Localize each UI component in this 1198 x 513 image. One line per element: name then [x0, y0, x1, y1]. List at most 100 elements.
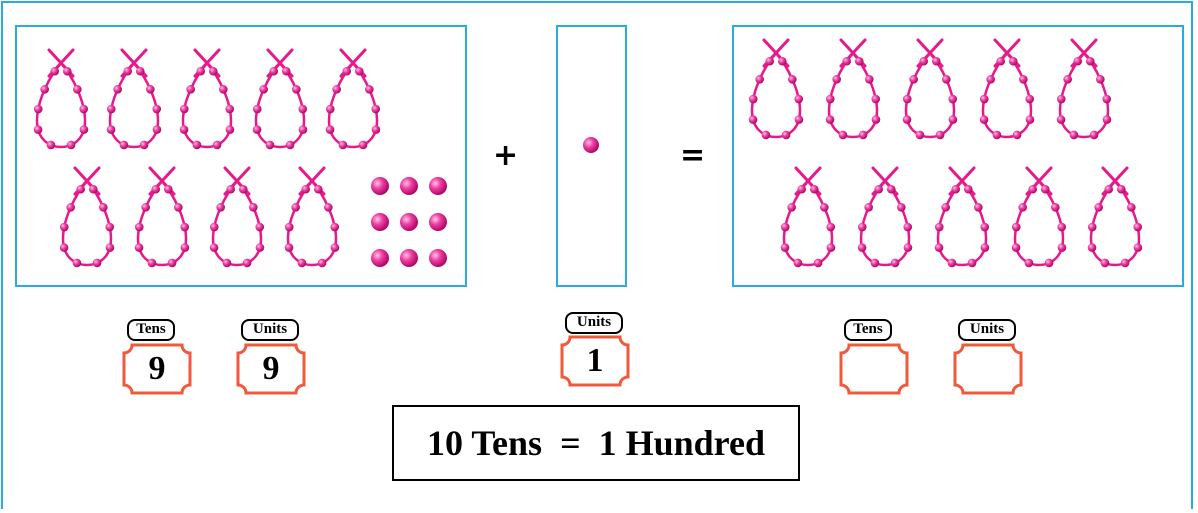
bead-icon: [809, 184, 819, 194]
bead-icon: [838, 130, 848, 140]
bead-icon: [249, 203, 258, 212]
bead-icon: [325, 104, 335, 114]
bead-icon: [59, 243, 69, 252]
bead-garland-icon: [780, 166, 836, 268]
bead-icon: [429, 213, 447, 231]
bead-garland-icon: [979, 38, 1035, 140]
bead-icon: [1056, 94, 1066, 104]
bead-icon: [252, 125, 262, 134]
bead-icon: [317, 258, 327, 268]
bead-icon: [147, 258, 157, 268]
bead-icon: [298, 125, 308, 134]
bead-icon: [1025, 94, 1035, 104]
bead-icon: [979, 94, 989, 104]
bead-garland-icon: [179, 48, 235, 150]
right-units-answer-box[interactable]: [953, 343, 1023, 395]
plus-sign: +: [493, 138, 519, 173]
bead-icon: [951, 184, 961, 194]
left-loose-beads: [371, 177, 447, 267]
bead-icon: [1025, 115, 1035, 124]
bead-icon: [179, 125, 189, 134]
bead-icon: [865, 75, 874, 84]
bead-icon: [874, 184, 884, 194]
bead-icon: [909, 75, 918, 84]
bead-icon: [781, 130, 791, 140]
bead-icon: [1018, 203, 1027, 212]
bead-icon: [358, 140, 368, 150]
bead-icon: [324, 203, 333, 212]
bead-icon: [50, 66, 60, 76]
bead-garland-icon: [284, 166, 340, 268]
bead-icon: [222, 258, 232, 268]
bead-icon: [281, 66, 291, 76]
bead-icon: [1051, 203, 1060, 212]
bead-garland-icon: [1056, 38, 1112, 140]
bead-icon: [219, 85, 228, 94]
bead-icon: [1024, 258, 1034, 268]
right-tens-answer-box[interactable]: [839, 343, 909, 395]
bead-icon: [429, 177, 447, 195]
bead-icon: [948, 94, 958, 104]
left-tens-value: 9: [148, 350, 166, 387]
bead-icon: [1028, 184, 1038, 194]
bead-icon: [330, 222, 340, 232]
bead-garland-icon: [252, 48, 308, 150]
bead-icon: [1133, 222, 1143, 232]
bead-icon: [1057, 243, 1067, 252]
bead-garland-icon: [209, 166, 265, 268]
bead-icon: [974, 203, 983, 212]
bead-icon: [761, 130, 771, 140]
bead-icon: [1044, 258, 1054, 268]
bead-icon: [79, 104, 89, 114]
bead-icon: [1073, 56, 1083, 66]
bead-icon: [780, 222, 790, 232]
bead-icon: [890, 258, 900, 268]
left-units-label: Units: [241, 319, 299, 341]
right-tens-label: Tens: [844, 319, 892, 341]
middle-units-label: Units: [565, 312, 623, 334]
bead-icon: [1102, 94, 1112, 104]
bead-icon: [1116, 184, 1126, 194]
bead-icon: [186, 85, 195, 94]
middle-units-box: 1: [560, 335, 630, 387]
bead-icon: [62, 66, 72, 76]
bead-icon: [871, 94, 881, 104]
bead-icon: [208, 66, 218, 76]
bead-icon: [787, 203, 796, 212]
bead-icon: [854, 56, 864, 66]
bead-icon: [106, 104, 116, 114]
bead-icon: [371, 177, 389, 195]
bead-icon: [79, 125, 89, 134]
bead-icon: [1089, 130, 1099, 140]
right-tens-value: [839, 343, 909, 395]
bead-icon: [298, 104, 308, 114]
bead-icon: [992, 130, 1002, 140]
bead-icon: [313, 184, 323, 194]
bead-garland-icon: [1087, 166, 1143, 268]
bead-icon: [1087, 243, 1097, 252]
bead-icon: [105, 243, 115, 252]
bead-icon: [225, 104, 235, 114]
bead-icon: [788, 75, 797, 84]
bead-icon: [857, 222, 867, 232]
bead-icon: [1012, 130, 1022, 140]
bead-icon: [354, 66, 364, 76]
bead-icon: [1008, 56, 1018, 66]
bead-icon: [963, 184, 973, 194]
bead-icon: [748, 115, 758, 124]
bead-icon: [979, 115, 989, 124]
middle-loose-beads: [583, 137, 599, 153]
bead-icon: [1011, 243, 1021, 252]
bead-icon: [429, 249, 447, 267]
bead-icon: [400, 177, 418, 195]
bead-icon: [903, 243, 913, 252]
bead-icon: [146, 85, 155, 94]
bead-icon: [857, 243, 867, 252]
bead-icon: [902, 94, 912, 104]
left-garlands: [33, 48, 381, 268]
bead-icon: [330, 243, 340, 252]
bead-icon: [196, 66, 206, 76]
bead-icon: [858, 130, 868, 140]
bead-icon: [793, 258, 803, 268]
